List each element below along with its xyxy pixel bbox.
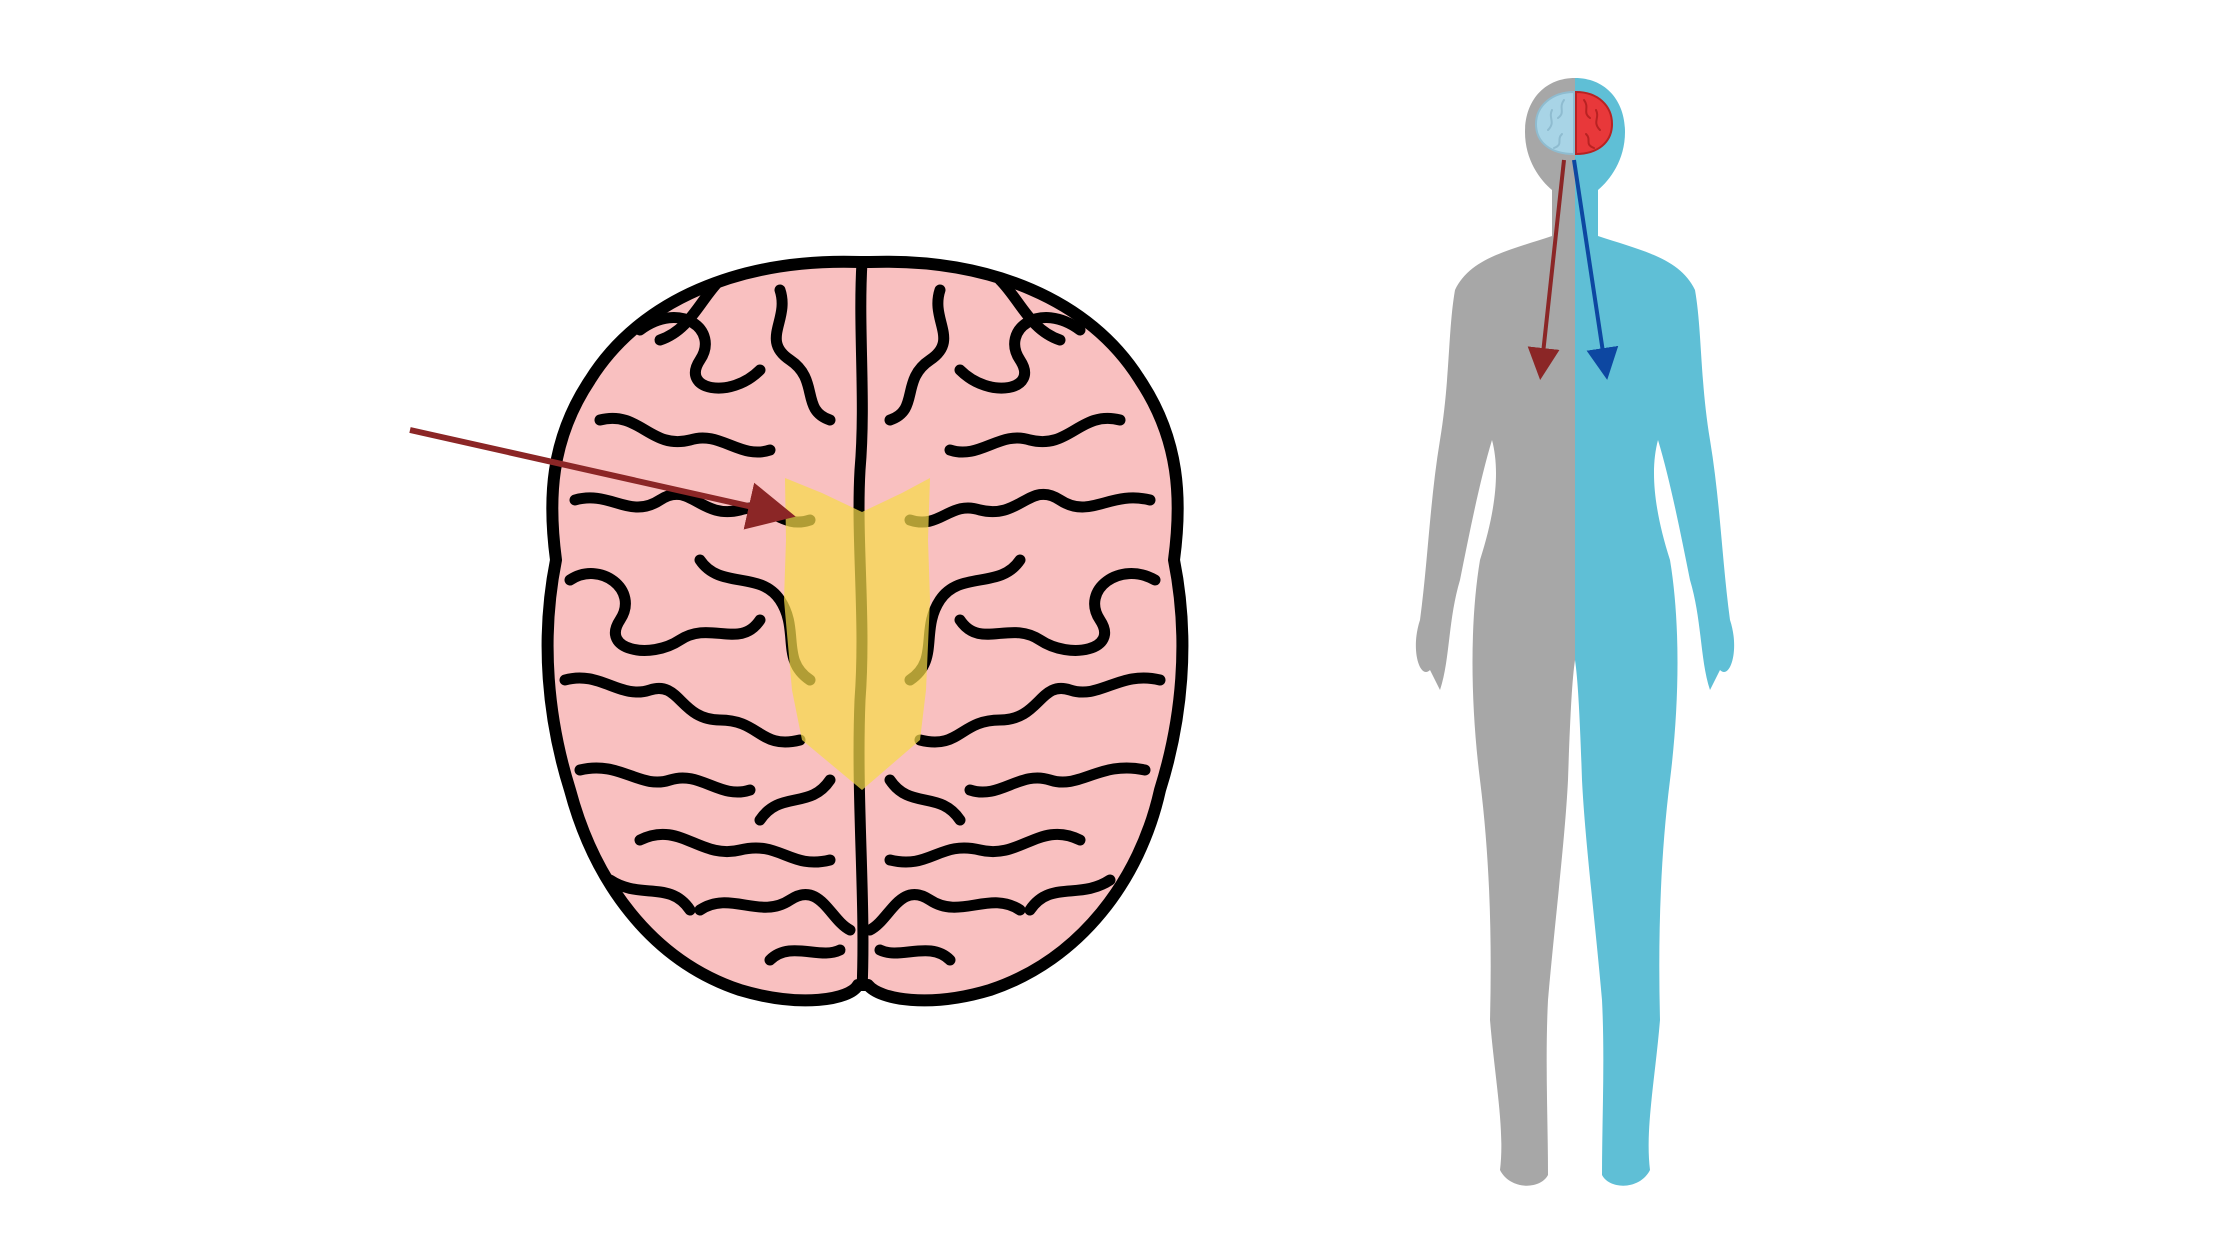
arrow-icon	[409, 427, 796, 530]
right-pathway-arrow	[1572, 159, 1619, 380]
mini-brain-right	[1575, 90, 1614, 156]
mini-brain-icon	[1534, 90, 1614, 156]
body-right-half	[1575, 78, 1735, 1186]
brain-top-view-icon	[541, 255, 1189, 1007]
motor-cortex-highlight	[784, 478, 930, 790]
mini-brain-left	[1534, 90, 1575, 156]
human-silhouette-icon	[1415, 78, 1735, 1186]
left-pathway-arrow	[1527, 159, 1566, 380]
